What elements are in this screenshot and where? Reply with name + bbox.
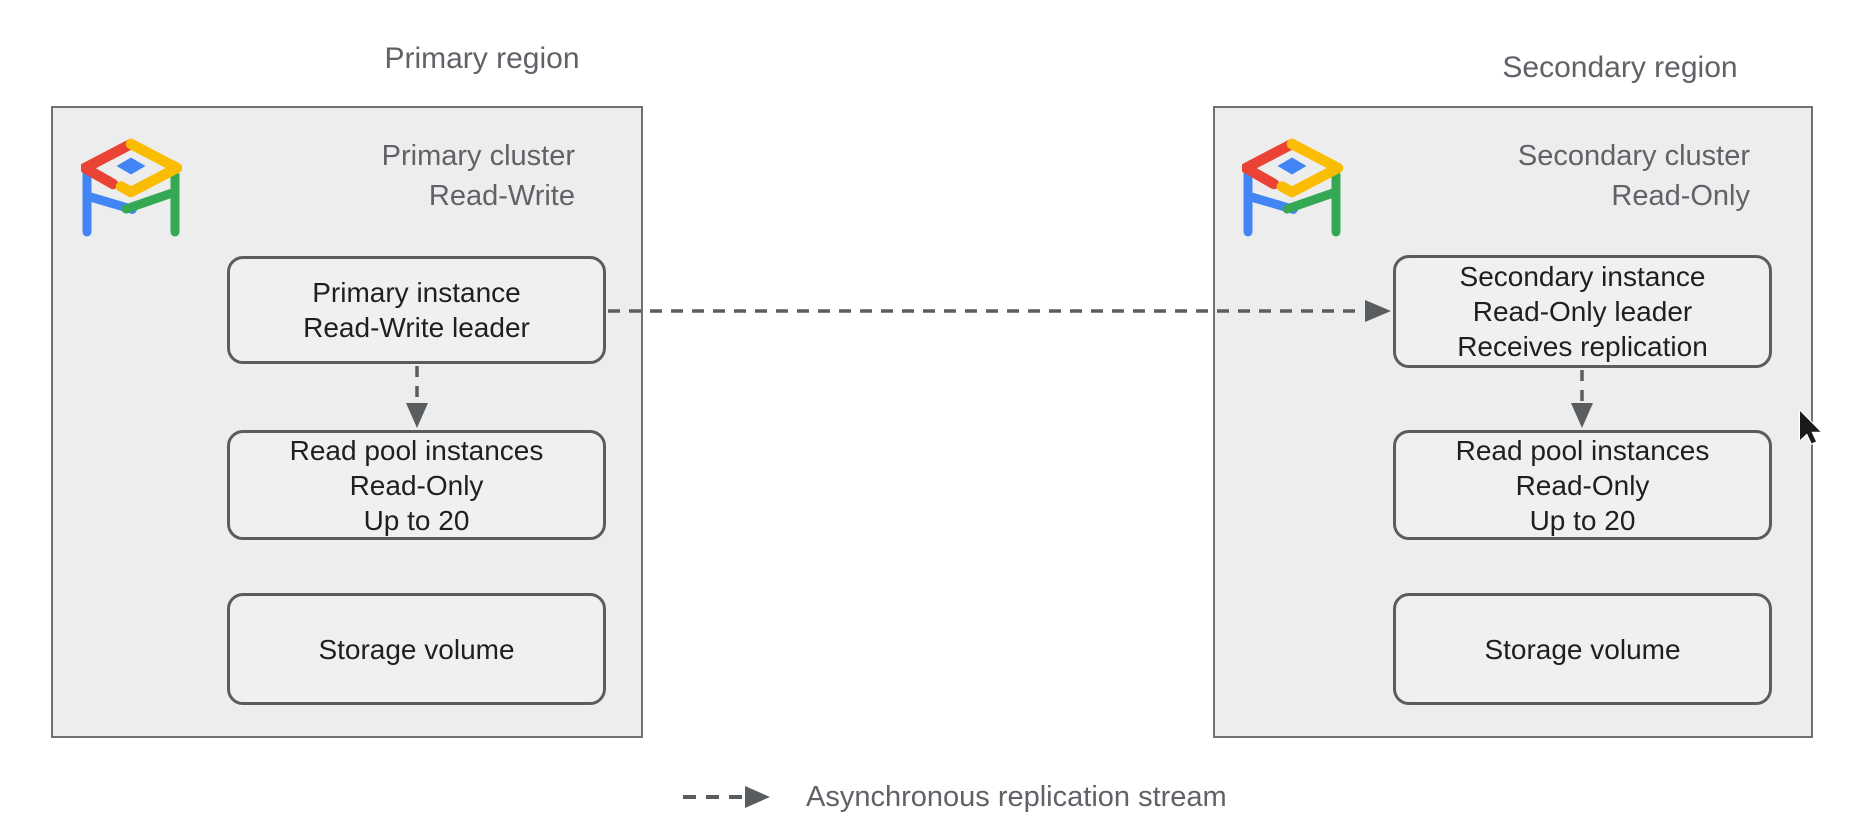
read-pool-line: Read-Only [1515, 469, 1650, 501]
primary-cluster-title: Primary cluster [381, 140, 575, 172]
secondary-cluster-subtitle: Read-Only [1611, 180, 1750, 212]
secondary-storage-node: Storage volume [1393, 593, 1772, 705]
secondary-instance-line: Read-Only leader [1472, 296, 1693, 327]
primary-cluster-label: Primary cluster Read-Write [285, 136, 575, 216]
secondary-read-pool-node: Read pool instances Read-Only Up to 20 [1393, 430, 1772, 540]
secondary-instance-line: Receives replication [1457, 331, 1708, 362]
secondary-instance-line: Secondary instance [1459, 261, 1706, 292]
storage-line: Storage volume [1484, 633, 1681, 665]
storage-line: Storage volume [318, 633, 515, 665]
alloydb-icon [1242, 138, 1343, 237]
legend-dashed-arrow-icon [683, 786, 770, 808]
legend-label: Asynchronous replication stream [806, 781, 1227, 813]
primary-instance-line: Primary instance [312, 277, 521, 308]
read-pool-line: Read pool instances [289, 434, 544, 466]
alloydb-icon [81, 138, 182, 237]
read-pool-line: Up to 20 [363, 504, 470, 536]
secondary-instance-node: Secondary instance Read-Only leader Rece… [1393, 255, 1772, 368]
secondary-cluster-label: Secondary cluster Read-Only [1460, 136, 1750, 216]
read-pool-line: Read-Only [349, 469, 484, 501]
mouse-pointer-icon [1798, 409, 1822, 445]
primary-instance-node: Primary instance Read-Write leader [227, 256, 606, 364]
primary-storage-node: Storage volume [227, 593, 606, 705]
primary-region-label: Primary region [384, 42, 580, 75]
secondary-region-label: Secondary region [1502, 51, 1738, 84]
read-pool-line: Read pool instances [1455, 434, 1710, 466]
read-pool-line: Up to 20 [1529, 504, 1636, 536]
primary-read-pool-node: Read pool instances Read-Only Up to 20 [227, 430, 606, 540]
secondary-cluster-title: Secondary cluster [1517, 140, 1750, 172]
primary-instance-line: Read-Write leader [303, 312, 530, 343]
primary-cluster-subtitle: Read-Write [428, 180, 575, 212]
